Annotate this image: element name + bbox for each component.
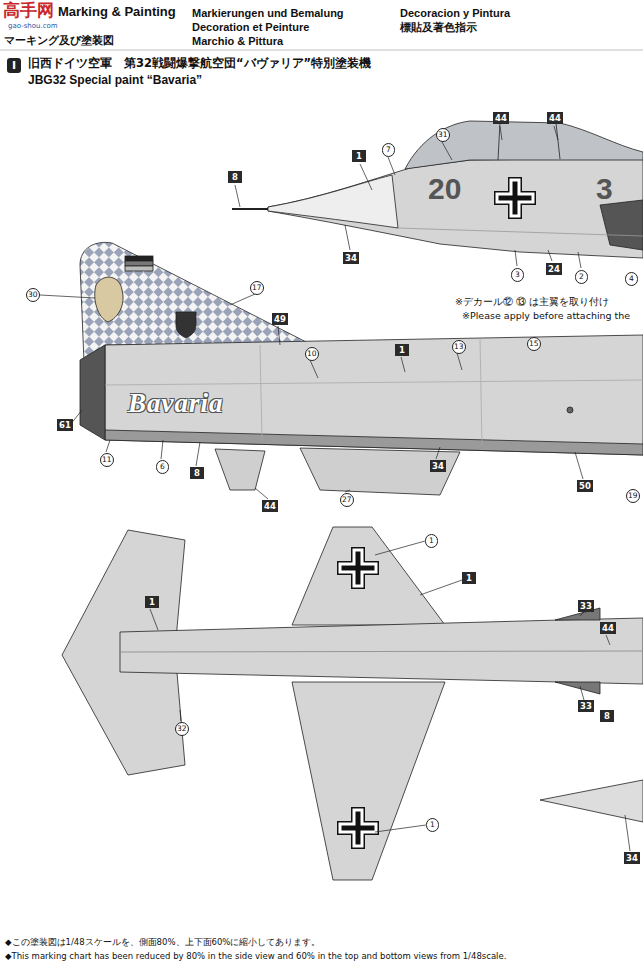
decal-note: ※デカール⑫ ⑬ は主翼を取り付け [455, 297, 609, 308]
callout-number: 15 [527, 337, 541, 351]
callout-number: 7 [382, 143, 395, 157]
callout-number: 1 [462, 572, 476, 584]
callout-number: 31 [436, 128, 450, 142]
callout-number: 17 [250, 281, 264, 295]
sheet-heading: マーキング及び塗装図 [4, 34, 114, 47]
sheet-heading: Markierungen und Bemalung [192, 7, 344, 20]
callout-number: 44 [600, 622, 616, 634]
callout-number: 44 [547, 112, 563, 124]
scheme-title: 旧西ドイツ空軍 第32戦闘爆撃航空団“バヴァリア”特別塗装機 [28, 57, 371, 70]
callout-number: 1 [352, 150, 366, 162]
callout-number: 44 [262, 500, 278, 512]
watermark: 高手网 [3, 1, 54, 21]
aircraft-code: 20 [428, 172, 461, 207]
callout-number: 1 [425, 534, 438, 548]
callout-number: 4 [625, 272, 638, 286]
aircraft-code: 3 [596, 172, 613, 207]
callout-number: 50 [577, 480, 593, 492]
rear-side-view [80, 242, 643, 495]
fuselage-lettering: Bavaria [128, 388, 224, 419]
scale-note: ◆この塗装図は1/48スケールを、側面80%、上下面60%に縮小してあります。 [5, 938, 638, 948]
callout-number: 32 [175, 722, 189, 736]
callout-number: 34 [430, 460, 446, 472]
sheet-title: Marking & Painting [58, 5, 176, 20]
sheet-heading: Marchio & Pittura [192, 35, 283, 48]
nose-side-view [232, 121, 643, 258]
callout-number: 2 [575, 270, 588, 284]
section-badge: I [7, 58, 21, 73]
watermark-url: gao-shou.com [8, 22, 58, 30]
plan-view [62, 527, 643, 880]
sheet-heading: Decoration et Peinture [192, 21, 309, 34]
callout-number: 44 [493, 112, 509, 124]
callout-number: 1 [426, 818, 439, 832]
callout-number: 1 [145, 596, 159, 608]
scale-note: ◆This marking chart has been reduced by … [5, 952, 638, 962]
callout-number: 34 [343, 252, 359, 264]
callout-number: 27 [340, 493, 354, 507]
callout-number: 33 [578, 700, 594, 712]
callout-number: 8 [228, 171, 242, 183]
callout-number: 49 [272, 313, 288, 325]
callout-number: 33 [578, 600, 594, 612]
scheme-title: JBG32 Special paint “Bavaria” [28, 74, 202, 88]
callout-number: 61 [57, 419, 73, 431]
callout-number: 1 [395, 344, 409, 356]
callout-number: 24 [546, 263, 562, 275]
decal-note: ※Please apply before attaching the [462, 311, 630, 322]
callout-number: 8 [190, 467, 204, 479]
callout-number: 6 [156, 460, 169, 474]
callout-number: 19 [626, 489, 640, 503]
callout-number: 13 [452, 340, 466, 354]
callout-number: 3 [511, 268, 524, 282]
sheet-heading: 標貼及著色指示 [400, 21, 477, 34]
callout-number: 34 [624, 852, 640, 864]
callout-number: 11 [100, 453, 114, 467]
callout-number: 10 [305, 347, 319, 361]
leader-lines [40, 126, 630, 851]
callout-number: 30 [26, 288, 40, 302]
sheet-heading: Decoracion y Pintura [400, 7, 510, 20]
callout-number: 8 [600, 710, 614, 722]
